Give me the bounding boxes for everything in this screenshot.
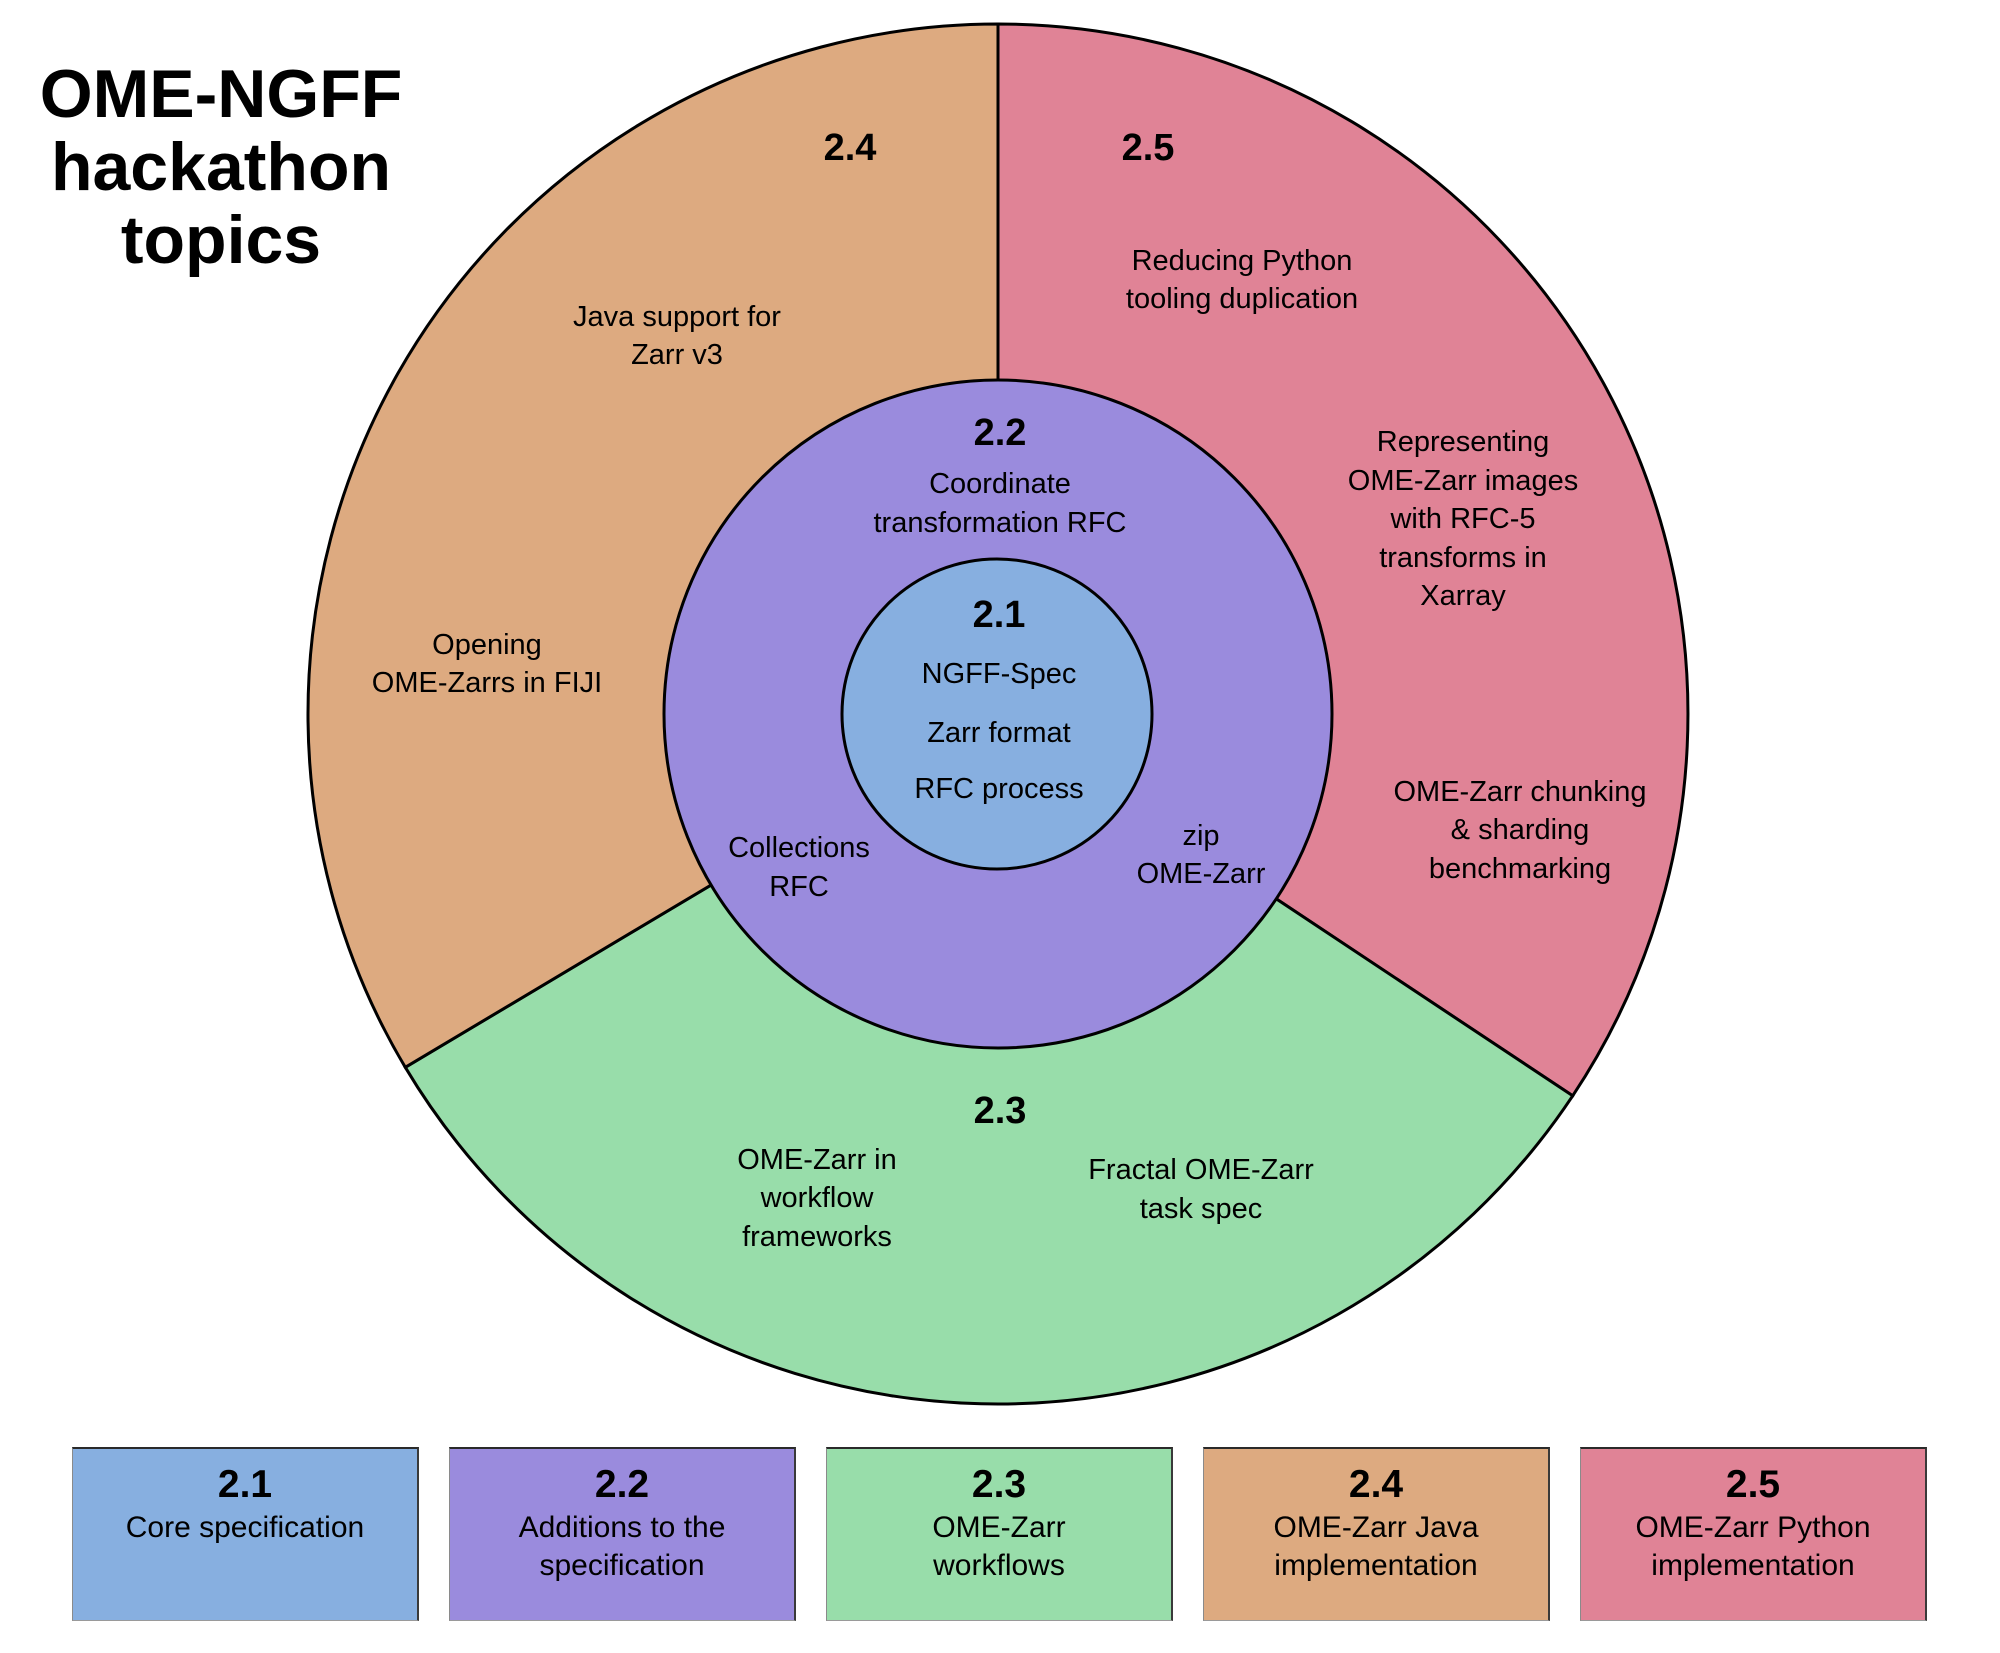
legend: 2.1 Core specification 2.2 Additions to … bbox=[72, 1447, 1927, 1621]
legend-item-2-1: 2.1 Core specification bbox=[72, 1447, 419, 1621]
topic-collections-rfc-line-2: RFC bbox=[769, 871, 829, 903]
topic-xarray-line-3: with RFC-5 bbox=[1389, 503, 1535, 535]
title-line-1: OME-NGFF bbox=[40, 56, 403, 132]
topic-zarr-format: Zarr format bbox=[927, 717, 1070, 749]
legend-item-2-2: 2.2 Additions to the specification bbox=[449, 1447, 796, 1621]
topic-fractal-line-1: Fractal OME-Zarr bbox=[1088, 1154, 1314, 1186]
topic-collections-rfc-line-1: Collections bbox=[728, 832, 870, 864]
segment-number-2-4: 2.4 bbox=[824, 127, 877, 169]
topic-coordinate-rfc-line-1: Coordinate bbox=[929, 468, 1071, 500]
legend-item-2-5: 2.5 OME-Zarr Python implementation bbox=[1580, 1447, 1927, 1621]
topic-fractal-line-2: task spec bbox=[1140, 1193, 1263, 1225]
legend-description-line: workflows bbox=[933, 1549, 1065, 1582]
topic-workflow-frameworks-line-3: frameworks bbox=[742, 1221, 892, 1253]
topic-chunking-line-1: OME-Zarr chunking bbox=[1393, 776, 1646, 808]
segment-number-2-5: 2.5 bbox=[1122, 127, 1175, 169]
topic-fiji-line-2: OME-Zarrs in FIJI bbox=[372, 667, 602, 699]
topic-rfc-process: RFC process bbox=[914, 773, 1083, 805]
legend-description-line: Additions to the bbox=[518, 1511, 726, 1544]
topic-coordinate-rfc-line-2: transformation RFC bbox=[873, 507, 1126, 539]
topic-workflow-frameworks-line-1: OME-Zarr in bbox=[737, 1144, 897, 1176]
topic-chunking-line-3: benchmarking bbox=[1429, 853, 1611, 885]
segment-number-2-1: 2.1 bbox=[973, 594, 1026, 636]
legend-number: 2.5 bbox=[1725, 1463, 1781, 1506]
topic-xarray-line-2: OME-Zarr images bbox=[1348, 465, 1578, 497]
topic-java-zarr-v3-line-2: Zarr v3 bbox=[631, 339, 723, 371]
legend-number: 2.2 bbox=[594, 1463, 650, 1506]
segment-number-2-2: 2.2 bbox=[974, 412, 1027, 454]
topic-workflow-frameworks-line-2: workflow bbox=[760, 1182, 875, 1214]
legend-item-2-3: 2.3 OME-Zarr workflows bbox=[826, 1447, 1173, 1621]
diagram-title: OME-NGFF hackathon topics bbox=[40, 56, 403, 278]
title-line-2: hackathon bbox=[51, 129, 391, 205]
legend-number: 2.4 bbox=[1348, 1463, 1404, 1506]
legend-description-line: implementation bbox=[1651, 1549, 1855, 1582]
topic-zip-omezarr-line-1: zip bbox=[1182, 820, 1219, 852]
title-line-3: topics bbox=[121, 202, 321, 278]
topic-xarray-line-1: Representing bbox=[1377, 426, 1550, 458]
topic-chunking-line-2: & sharding bbox=[1451, 814, 1590, 846]
topic-python-duplication-line-1: Reducing Python bbox=[1132, 245, 1353, 277]
topic-fiji-line-1: Opening bbox=[432, 629, 542, 661]
legend-description-line: OME-Zarr Java bbox=[1273, 1511, 1479, 1544]
topic-zip-omezarr-line-2: OME-Zarr bbox=[1137, 858, 1266, 890]
legend-number: 2.3 bbox=[971, 1463, 1027, 1506]
legend-description-line: OME-Zarr bbox=[932, 1511, 1066, 1544]
segment-2-1-core bbox=[840, 557, 1154, 871]
topic-ngff-spec: NGFF-Spec bbox=[922, 658, 1077, 690]
legend-description-line: OME-Zarr Python bbox=[1635, 1511, 1871, 1544]
legend-item-2-4: 2.4 OME-Zarr Java implementation bbox=[1203, 1447, 1550, 1621]
topic-python-duplication-line-2: tooling duplication bbox=[1126, 283, 1358, 315]
legend-description-line: specification bbox=[539, 1549, 705, 1582]
legend-number: 2.1 bbox=[217, 1463, 273, 1506]
topic-xarray-line-5: Xarray bbox=[1420, 580, 1506, 612]
legend-description-line: Core specification bbox=[125, 1511, 365, 1544]
legend-description-line: implementation bbox=[1274, 1549, 1478, 1582]
topic-xarray-line-4: transforms in bbox=[1379, 542, 1547, 574]
segment-number-2-3: 2.3 bbox=[974, 1090, 1027, 1132]
topic-java-zarr-v3-line-1: Java support for bbox=[573, 301, 781, 333]
segment-2-3-workflows bbox=[403, 712, 1575, 1406]
